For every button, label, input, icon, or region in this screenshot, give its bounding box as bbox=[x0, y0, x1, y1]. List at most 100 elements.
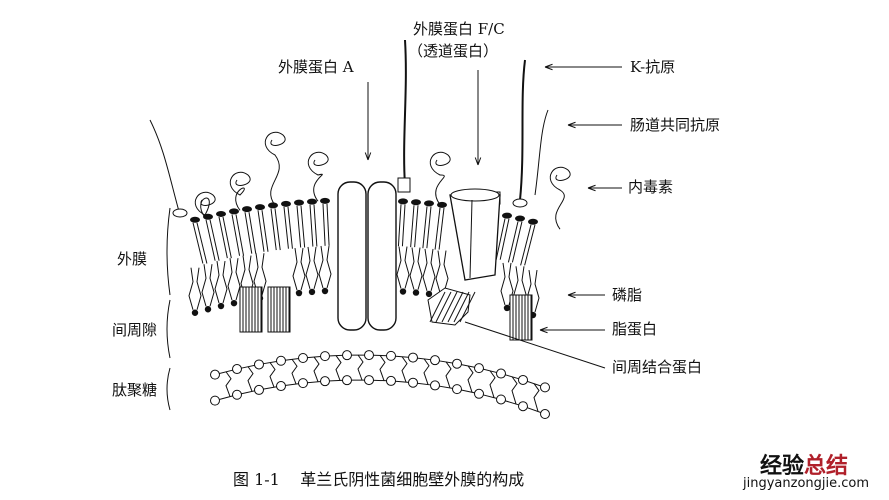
lipid-head bbox=[281, 200, 291, 207]
phospholipid-tail bbox=[409, 247, 415, 290]
phospholipid-tail bbox=[261, 253, 267, 296]
phospholipid-tail bbox=[227, 258, 233, 301]
layer-bracket bbox=[166, 299, 171, 359]
peptidoglycan-unit bbox=[320, 351, 330, 362]
peptidoglycan-unit bbox=[518, 401, 528, 412]
enteric-antigen-left-chain bbox=[149, 119, 181, 216]
antigen-anchor bbox=[397, 177, 411, 193]
peptidoglycan-unit bbox=[232, 389, 242, 400]
peptide-crosslink bbox=[335, 355, 342, 381]
lipid-head bbox=[190, 216, 200, 223]
peptide-crosslink bbox=[313, 356, 320, 382]
layer-bracket bbox=[166, 207, 171, 296]
lipid-tail bbox=[410, 205, 415, 248]
lipid-tail bbox=[270, 208, 277, 251]
phospholipid-head bbox=[295, 289, 303, 297]
lipid-head bbox=[294, 199, 304, 206]
watermark-brand-b: 总结 bbox=[804, 454, 849, 479]
peptide-crosslink bbox=[357, 354, 364, 381]
phospholipid-tail bbox=[209, 264, 215, 307]
label-endotoxin: 内毒素 bbox=[628, 178, 674, 196]
lipid-head bbox=[242, 206, 252, 213]
figure-caption: 图 1-1 革兰氏阴性菌细胞壁外膜的构成 bbox=[233, 466, 524, 490]
phospholipid-tail bbox=[318, 245, 324, 289]
endotoxin-arrow-head bbox=[587, 184, 596, 192]
lipid-tail bbox=[196, 222, 208, 264]
o-antigen-chain bbox=[194, 192, 216, 218]
lipid-tail bbox=[426, 206, 432, 249]
lipoprotein-arrow-head bbox=[539, 326, 548, 334]
antigen-anchor bbox=[512, 198, 528, 208]
phospholipid-head bbox=[308, 288, 316, 296]
omp-a-protein bbox=[337, 181, 367, 331]
peptidoglycan-unit bbox=[430, 355, 440, 366]
phospholipid-head bbox=[503, 304, 511, 312]
peptide-crosslink bbox=[489, 370, 496, 398]
phospholipid-head bbox=[321, 287, 329, 295]
peptidoglycan-unit bbox=[210, 369, 220, 380]
peptidoglycan-unit bbox=[254, 359, 264, 370]
phospholipid-head bbox=[412, 289, 420, 296]
lipid-tail bbox=[296, 205, 302, 248]
phospholipid-tail bbox=[292, 247, 298, 291]
lipid-tail bbox=[218, 216, 228, 259]
lipid-tail bbox=[235, 214, 245, 256]
label-lipoprotein: 脂蛋白 bbox=[612, 320, 658, 338]
label-k-antigen: K-抗原 bbox=[630, 58, 676, 76]
label-periplasm: 间周隙 bbox=[112, 321, 158, 339]
watermark-brand-a: 经验 bbox=[760, 454, 805, 479]
phospholipid-tail bbox=[396, 246, 402, 289]
peptide-crosslink bbox=[445, 361, 452, 389]
watermark-logo: 经验总结 bbox=[760, 448, 848, 480]
peptidoglycan-unit bbox=[210, 395, 220, 406]
lipid-tail bbox=[397, 204, 402, 247]
lipid-head bbox=[502, 212, 512, 219]
peptidoglycan-unit bbox=[452, 384, 462, 395]
peptidoglycan-unit bbox=[298, 352, 308, 363]
label-omp-fc-sub: （透道蛋白） bbox=[408, 42, 499, 60]
periplasmic-binding-protein bbox=[427, 287, 471, 326]
lipid-tail bbox=[313, 204, 318, 247]
phospholipid-tail bbox=[422, 248, 428, 292]
peptidoglycan-unit bbox=[496, 368, 506, 379]
watermark-url: jingyanzongjie.com bbox=[743, 476, 870, 491]
lipid-tail bbox=[209, 219, 220, 261]
label-phospholipid: 磷脂 bbox=[612, 286, 643, 304]
label-omp-fc: 外膜蛋白 F/C bbox=[413, 20, 505, 38]
peptide-crosslink bbox=[247, 366, 254, 392]
phospholipid-tail bbox=[305, 246, 311, 290]
phospholipid-head bbox=[230, 299, 238, 307]
peptidoglycan-unit bbox=[364, 350, 374, 361]
lipid-tail bbox=[300, 205, 306, 248]
enteric-antigen-right-chain bbox=[534, 109, 549, 196]
enteric-antigen-arrow-head bbox=[567, 121, 576, 129]
omp-a-protein bbox=[367, 181, 397, 331]
peptide-crosslink bbox=[225, 371, 232, 397]
lipid-tail bbox=[231, 214, 241, 256]
lipid-head bbox=[268, 202, 278, 209]
phospholipid-tail bbox=[534, 269, 540, 313]
peptide-crosslink bbox=[379, 355, 386, 381]
phospholipid-tail bbox=[313, 246, 319, 290]
peptidoglycan-unit bbox=[254, 384, 264, 395]
peptidoglycan-unit bbox=[408, 377, 418, 388]
lipid-head bbox=[216, 210, 226, 217]
phospholipid-tail bbox=[214, 260, 220, 304]
binding-protein-hatch bbox=[429, 291, 446, 323]
lipid-tail bbox=[499, 218, 510, 260]
lipid-head bbox=[320, 197, 330, 204]
binding-protein-hatch bbox=[459, 291, 476, 323]
lipid-tail bbox=[422, 206, 428, 249]
lipid-tail bbox=[244, 212, 253, 254]
lipid-tail bbox=[524, 224, 536, 266]
phospholipid-tail bbox=[201, 264, 207, 307]
phospholipid-tail bbox=[300, 247, 306, 291]
lipid-tail bbox=[495, 218, 506, 260]
omp-a-arrow-head bbox=[364, 152, 372, 161]
peptidoglycan-unit bbox=[276, 381, 286, 392]
phospholipid-tail bbox=[222, 260, 228, 304]
phospholipid-tail bbox=[417, 247, 423, 290]
lipid-tail bbox=[287, 206, 293, 249]
peptidoglycan-unit bbox=[364, 375, 374, 386]
